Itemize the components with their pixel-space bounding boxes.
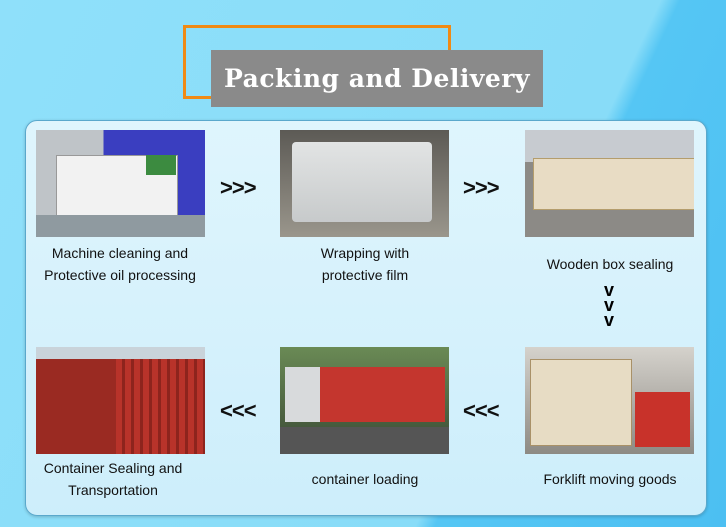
photo-machine-cleaning: [36, 130, 205, 237]
photo-wooden-box: [525, 130, 694, 237]
left-arrow-icon: <<<: [220, 398, 257, 423]
down-chevron: v: [603, 280, 614, 300]
right-arrow-icon: >>>: [463, 175, 500, 200]
right-arrow-icon: >>>: [220, 175, 257, 200]
page-title: Packing and Delivery: [211, 50, 543, 107]
left-arrow-icon: <<<: [463, 398, 500, 423]
step-caption: Container Sealing and Transportation: [43, 460, 183, 498]
down-chevron: v: [603, 295, 614, 315]
down-arrow-icon: v v v: [598, 280, 620, 330]
step-caption: Wrapping with protective film: [320, 245, 410, 283]
step-caption: container loading: [311, 471, 419, 487]
step-caption: Forklift moving goods: [543, 471, 677, 487]
photo-container-loading: [280, 347, 449, 454]
photo-wrapping-film: [280, 130, 449, 237]
photo-forklift: [525, 347, 694, 454]
step-caption: Wooden box sealing: [546, 256, 674, 272]
step-caption: Machine cleaning and Protective oil proc…: [44, 245, 196, 283]
down-chevron: v: [603, 310, 614, 330]
photo-container-sealing: [36, 347, 205, 454]
